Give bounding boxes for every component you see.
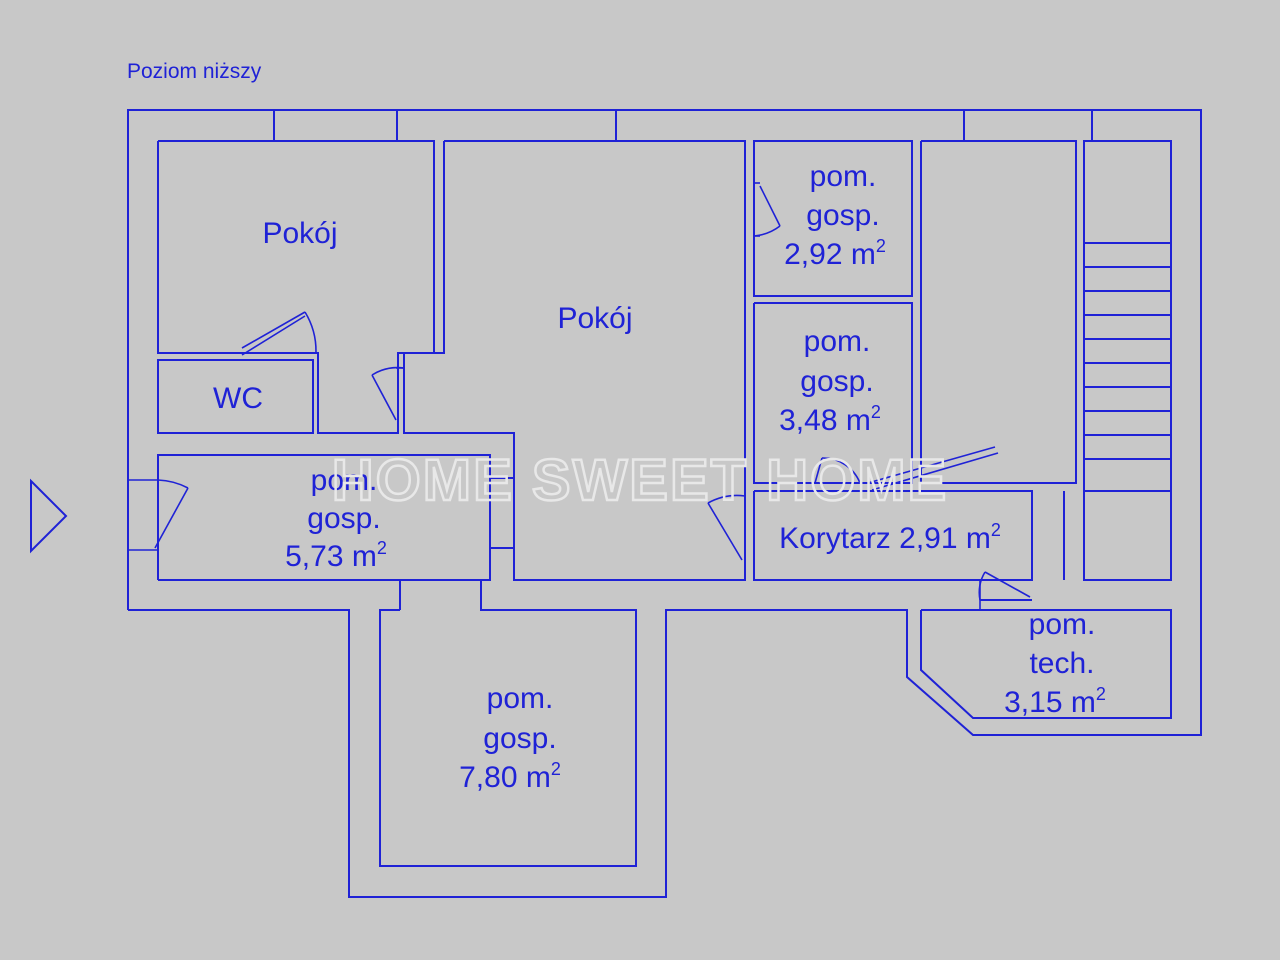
room-wc: WC xyxy=(157,359,314,434)
room-label: pom. xyxy=(311,464,378,497)
room-label: gosp. xyxy=(307,502,380,535)
room-area: 5,73 m2 xyxy=(285,538,387,573)
outer-walls xyxy=(127,109,1202,898)
room-area: 2,92 m2 xyxy=(784,236,886,271)
watermark-text: HOME SWEET HOME xyxy=(332,448,948,513)
room-pom-gosp-348: pom. gosp. 3,48 m2 xyxy=(753,302,913,484)
room-area: 3,48 m2 xyxy=(779,402,881,437)
plan-title: Poziom niższy xyxy=(127,60,262,83)
room-pom-gosp-573: pom. gosp. 5,73 m2 xyxy=(285,464,387,573)
room-label: WC xyxy=(213,382,263,415)
room-korytarz: Korytarz 2,91 m2 xyxy=(753,490,1033,581)
room-label: Pokój xyxy=(262,217,337,250)
room-area: 7,80 m2 xyxy=(459,759,561,794)
room-pokoj-1: Pokój xyxy=(157,140,435,434)
room-label: Pokój xyxy=(557,302,632,335)
room-label: gosp. xyxy=(806,199,879,232)
room-label: pom. xyxy=(487,682,554,715)
room-area: 3,15 m2 xyxy=(1004,684,1106,719)
room-label: pom. xyxy=(810,160,877,193)
stairwell xyxy=(920,140,1172,581)
room-label: pom. xyxy=(1029,608,1096,641)
room-area: Korytarz 2,91 m2 xyxy=(779,520,1001,555)
room-pom-gosp-780: pom. gosp. 7,80 m2 xyxy=(459,682,561,794)
doors xyxy=(128,182,1031,610)
entrance-arrow-icon xyxy=(30,478,68,554)
room-label: gosp. xyxy=(483,722,556,755)
room-label: pom. xyxy=(804,325,871,358)
room-pom-gosp-292: pom. gosp. 2,92 m2 xyxy=(753,140,913,297)
room-pom-tech: pom. tech. 3,15 m2 xyxy=(920,599,1172,719)
room-label: gosp. xyxy=(800,365,873,398)
room-pokoj-2: Pokój xyxy=(403,140,746,581)
room-label: tech. xyxy=(1029,647,1094,680)
